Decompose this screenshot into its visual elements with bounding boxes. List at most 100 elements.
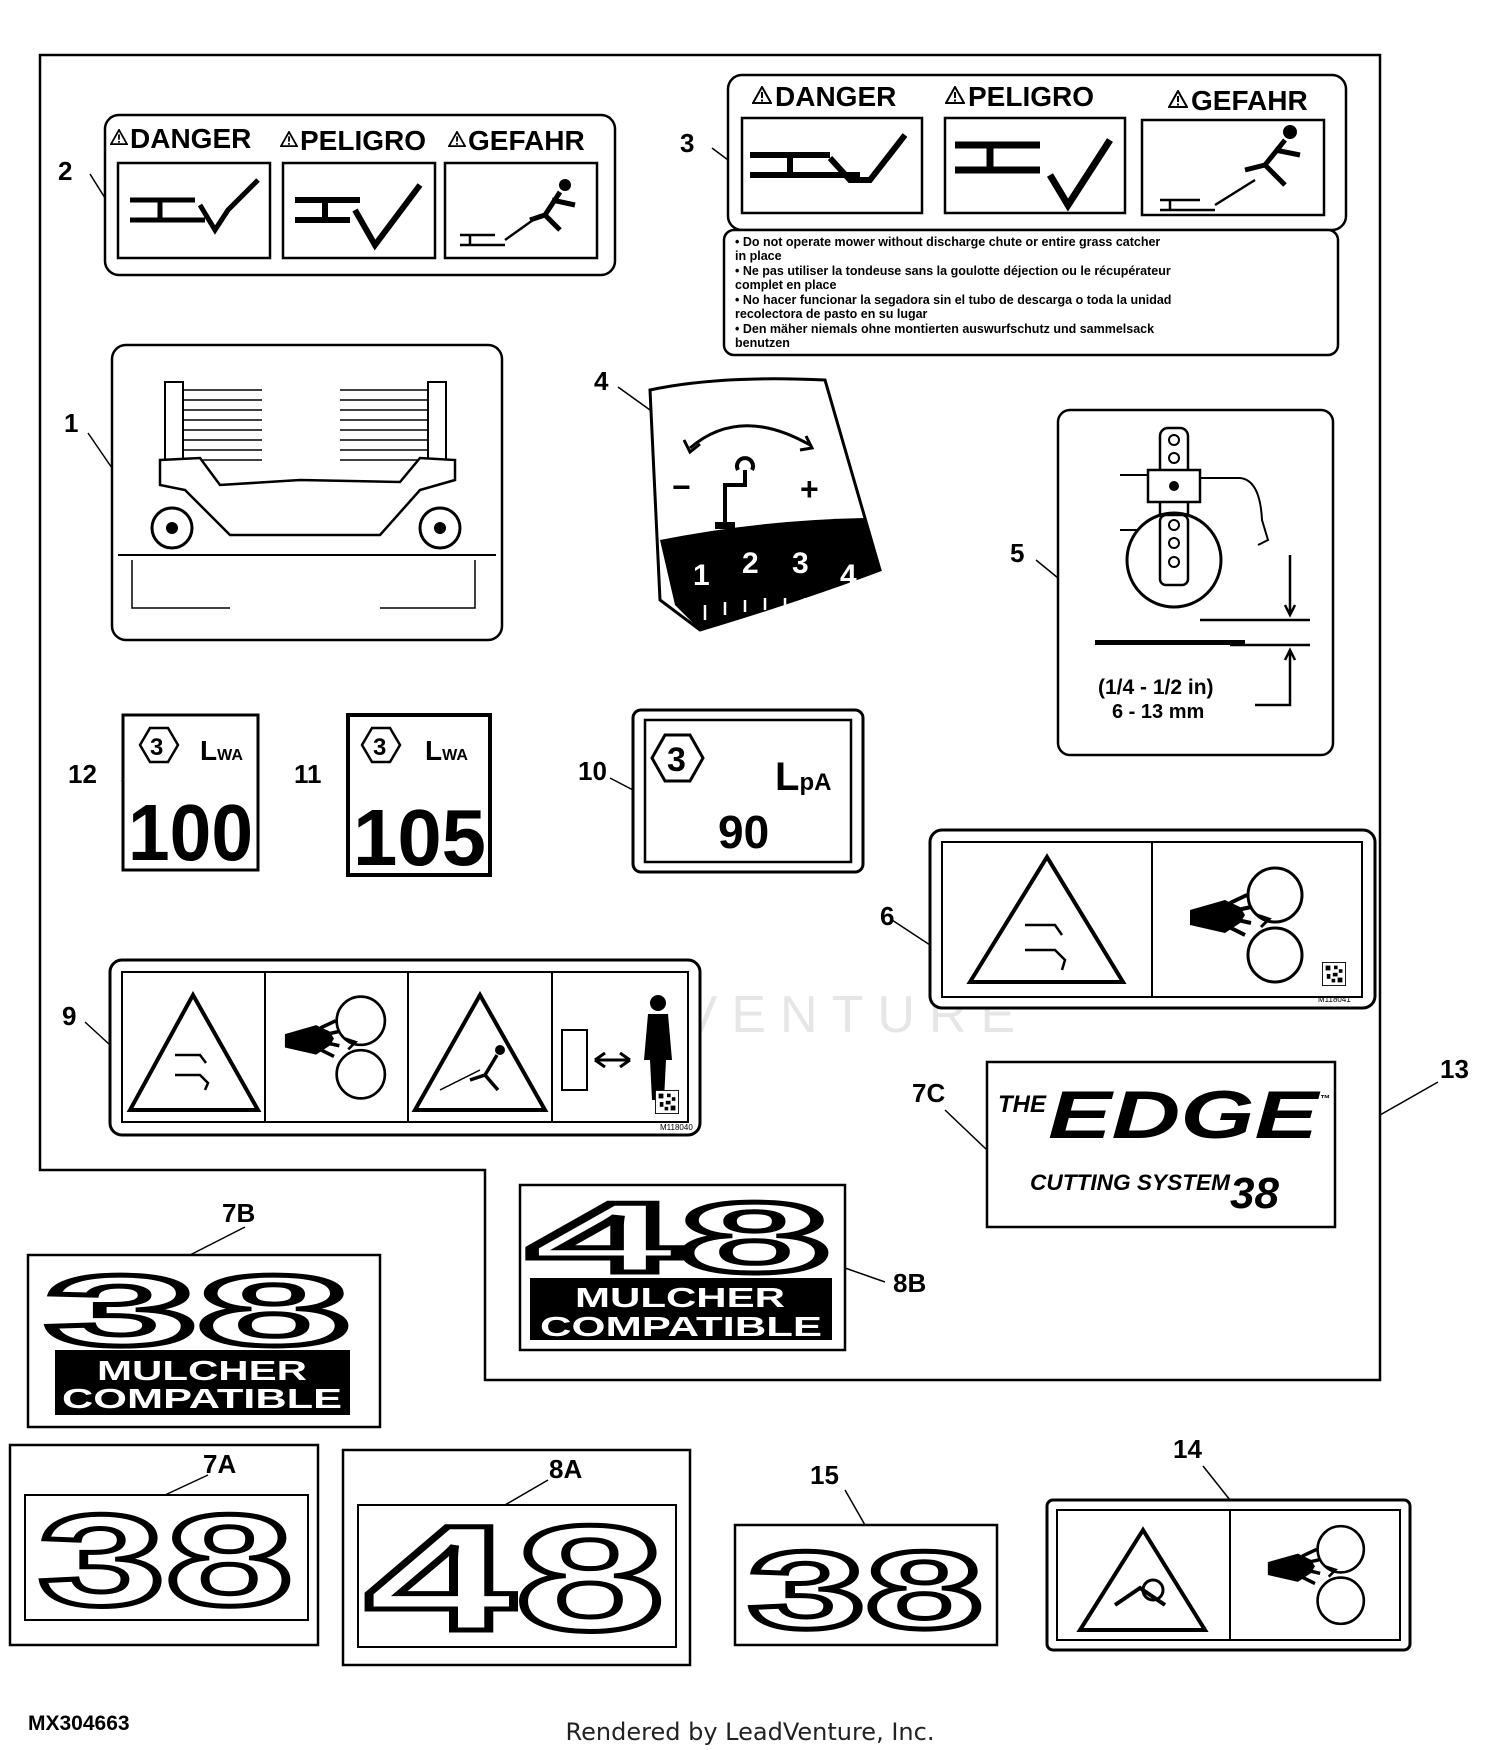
instruction-line-6: recolectora de pasto en su lugar (735, 307, 928, 321)
decal-11-sound-power: 3 LWA 105 (346, 713, 492, 882)
checkmark-icon (955, 138, 1113, 212)
cutting-system-label: CUTTING SYSTEM (1030, 1170, 1231, 1195)
callout-11: 11 (294, 759, 322, 789)
edge-the-label: THE (998, 1091, 1047, 1118)
callout-12: 12 (68, 759, 97, 789)
minus-sign: − (672, 469, 691, 505)
callout-8b: 8B (893, 1268, 926, 1298)
callout-3: 3 (680, 128, 694, 158)
kit-outline (38, 53, 1382, 1382)
callout-13: 13 (1440, 1054, 1469, 1084)
mower-deck-outline (158, 456, 457, 537)
decal-7b-38-mulcher: 38 MULCHER COMPATIBLE (26, 1253, 382, 1429)
chute-mower-icon (750, 133, 908, 183)
hex-class-label: 3 (150, 734, 163, 761)
deck-size-number: 48 (365, 1494, 665, 1662)
sound-pressure-value: 90 (718, 806, 769, 858)
lwa-label: LWA (425, 735, 468, 766)
callout-2: 2 (58, 156, 72, 186)
callout-7a: 7A (203, 1449, 236, 1479)
sound-power-value: 100 (128, 788, 253, 877)
thrown-object-warning-icon (411, 990, 549, 1112)
instruction-line-7: • Den mäher niemals ohne montierten ausw… (735, 322, 1154, 336)
mulcher-label: MULCHER (97, 1355, 307, 1386)
decal-10-sound-pressure: 3 LpA 90 (631, 708, 865, 874)
mulcher-label: MULCHER (575, 1282, 785, 1313)
cut-range-inches: (1/4 - 1/2 in) (1098, 676, 1214, 699)
danger-label: DANGER (775, 81, 896, 112)
gefahr-label: GEFAHR (1191, 85, 1308, 116)
callout-7b: 7B (222, 1198, 255, 1228)
peligro-label: PELIGRO (300, 125, 426, 156)
callout-labels: 2 3 1 4 5 12 11 10 6 9 7C 13 7B 8B 7A 8A… (58, 128, 1469, 1490)
decal-7a-38: 38 (8, 1443, 320, 1647)
part-number: M118040 (660, 1123, 693, 1132)
instruction-line-1: • Do not operate mower without discharge… (735, 235, 1160, 249)
decal-3-danger-instructions: DANGER PELIGRO GEFAHR • Do not operate m… (722, 73, 1348, 357)
decal-9-safety-warning: M118040 (108, 958, 702, 1137)
dial-position-4: 4 (840, 559, 857, 592)
callout-8a: 8A (549, 1454, 582, 1484)
callout-9: 9 (62, 1001, 76, 1031)
decal-8b-48-mulcher: 48 MULCHER COMPATIBLE (518, 1180, 847, 1352)
callout-7c: 7C (912, 1078, 945, 1108)
gefahr-label: GEFAHR (468, 125, 585, 156)
leader-lines (84, 147, 1439, 1526)
decal-14-rotating-blade-warning (1045, 1498, 1412, 1652)
instruction-line-2: in place (735, 249, 782, 263)
crank-handle-icon (723, 456, 755, 525)
checkmark-icon (295, 183, 423, 251)
callout-4: 4 (594, 366, 609, 396)
lwa-label: LWA (200, 735, 243, 766)
edge-brand-label: EDGE (1048, 1077, 1322, 1153)
qr-code-icon (1322, 962, 1346, 986)
compatible-label: COMPATIBLE (540, 1311, 822, 1342)
decal-5-gauge-wheel: (1/4 - 1/2 in) 6 - 13 mm (1056, 408, 1335, 757)
instruction-line-5: • No hacer funcionar la segadora sin el … (735, 293, 1171, 307)
diagram-code: MX304663 (28, 1712, 130, 1735)
thrown-object-person-icon (460, 179, 576, 247)
hex-class-label: 3 (373, 734, 386, 761)
trademark-mark: ™ (1320, 1094, 1330, 1105)
decal-6-rotating-blade-warning: M118041 (928, 828, 1377, 1010)
decal-2-danger: DANGER PELIGRO GEFAHR (103, 113, 617, 277)
decal-12-sound-power: 3 LWA 100 (121, 713, 260, 877)
dial-position-2: 2 (742, 547, 759, 580)
cutting-system-size: 38 (1230, 1169, 1279, 1218)
callout-6: 6 (880, 901, 894, 931)
part-number: M118041 (1318, 995, 1351, 1004)
callout-1: 1 (64, 408, 78, 438)
decal-15-38: 38 (733, 1523, 999, 1655)
instruction-line-3: • Ne pas utiliser la tondeuse sans la go… (735, 264, 1171, 278)
cut-range-mm: 6 - 13 mm (1112, 701, 1204, 723)
instruction-line-4: complet en place (735, 278, 836, 292)
qr-code-icon (655, 1090, 679, 1114)
dial-position-1: 1 (693, 559, 710, 592)
entanglement-warning-icon (1076, 1526, 1209, 1632)
plus-sign: + (800, 471, 819, 507)
chute-mower-icon (130, 178, 260, 235)
danger-label: DANGER (130, 123, 251, 154)
dial-position-3: 3 (792, 547, 809, 580)
decal-4-height-dial: − + 1 2 3 4 (648, 377, 882, 632)
sound-power-value: 105 (353, 793, 486, 882)
deck-size-number: 38 (748, 1529, 983, 1652)
thrown-object-person-icon (1160, 125, 1301, 212)
deck-size-number: 38 (38, 1487, 293, 1633)
compatible-label: COMPATIBLE (62, 1383, 342, 1414)
decal-1-cut-height (110, 343, 504, 642)
instruction-line-8: benutzen (735, 336, 790, 350)
callout-15: 15 (810, 1460, 839, 1490)
warning-triangle-icon (966, 853, 1127, 984)
callout-14: 14 (1173, 1434, 1202, 1464)
render-credit: Rendered by LeadVenture, Inc. (565, 1718, 935, 1746)
rotate-arrow-icon (689, 424, 811, 450)
lpa-label: LpA (775, 755, 831, 799)
peligro-label: PELIGRO (968, 81, 1094, 112)
decal-8a-48: 48 (341, 1448, 692, 1667)
bystander-distance-icon (561, 995, 672, 1100)
deck-size-number: 48 (528, 1182, 830, 1294)
hex-class-label: 3 (667, 741, 686, 779)
callout-5: 5 (1010, 538, 1024, 568)
